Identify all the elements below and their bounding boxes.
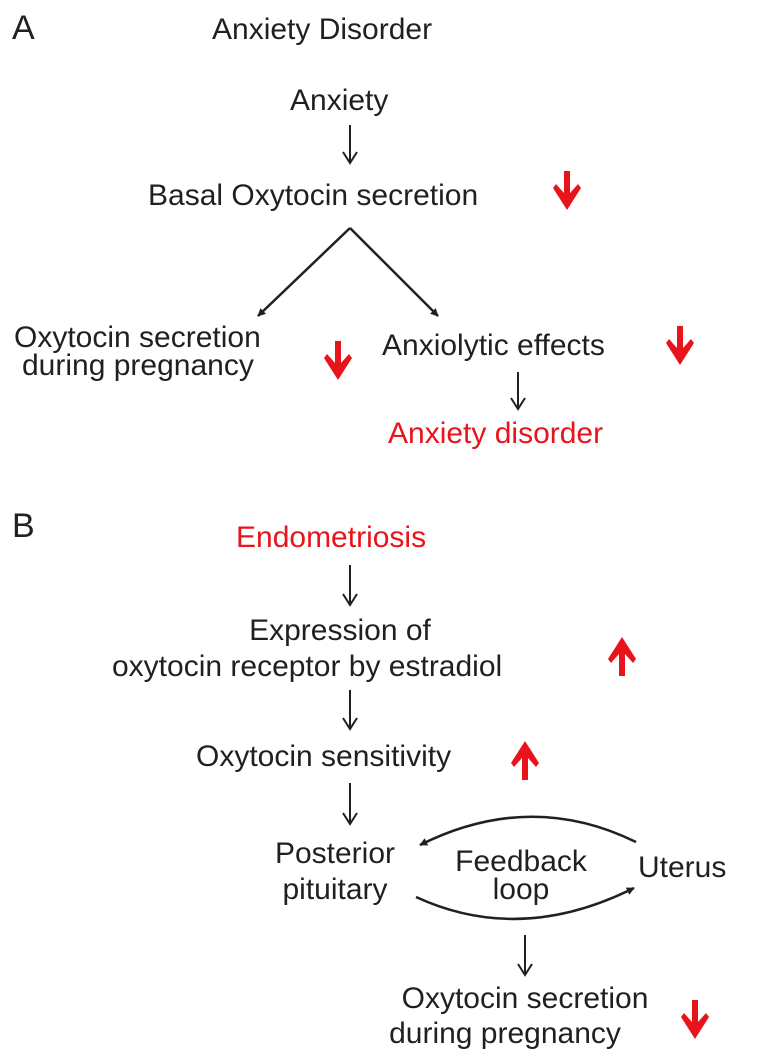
node-oxytocin-secretion-pregnancy-a-line1: Oxytocin secretion bbox=[14, 321, 261, 354]
arrow-anxiolytic-to-disorder bbox=[510, 372, 526, 411]
arrow-sensitivity-to-pituitary bbox=[342, 783, 358, 826]
node-basal-oxytocin-secretion: Basal Oxytocin secretion bbox=[148, 179, 479, 212]
arrow-basal-to-anxiolytic bbox=[349, 227, 439, 317]
arrow-basal-to-pregnancy bbox=[257, 227, 351, 317]
panel-a-title: Anxiety Disorder bbox=[212, 13, 433, 46]
node-oxytocin-secretion-pregnancy-a-line2: during pregnancy bbox=[22, 349, 254, 382]
arrow-expression-to-sensitivity bbox=[342, 690, 358, 731]
panel-b-label: B bbox=[12, 507, 35, 545]
node-oxytocin-secretion-pregnancy-b-line2: during pregnancy bbox=[389, 1017, 621, 1050]
node-uterus: Uterus bbox=[638, 851, 727, 884]
label-feedback-line1: Feedback bbox=[455, 845, 587, 878]
arrow-anxiety-to-basal bbox=[342, 125, 358, 165]
panel-a-label: A bbox=[12, 9, 35, 47]
node-expression-line1: Expression of bbox=[249, 614, 431, 647]
arrow-uterus-to-pituitary bbox=[419, 815, 637, 847]
red-down-arrow-icon bbox=[681, 1000, 709, 1039]
node-posterior-pituitary-line2: pituitary bbox=[282, 873, 388, 906]
label-feedback-line2: loop bbox=[492, 873, 550, 906]
red-down-arrow-icon bbox=[553, 171, 581, 210]
arrow-pituitary-to-uterus bbox=[415, 886, 635, 921]
node-oxytocin-secretion-pregnancy-b-line1: Oxytocin secretion bbox=[401, 982, 649, 1015]
red-up-arrow-icon bbox=[608, 637, 636, 676]
node-anxiolytic-effects: Anxiolytic effects bbox=[382, 329, 605, 362]
node-anxiety-disorder: Anxiety disorder bbox=[388, 417, 604, 450]
node-oxytocin-sensitivity: Oxytocin sensitivity bbox=[196, 740, 452, 773]
node-endometriosis: Endometriosis bbox=[236, 521, 427, 554]
red-down-arrow-icon bbox=[324, 341, 352, 380]
red-up-arrow-icon bbox=[511, 741, 539, 780]
arrow-loop-to-pregnancy bbox=[517, 935, 533, 977]
arrow-endometriosis-to-expression bbox=[342, 565, 358, 607]
red-down-arrow-icon bbox=[666, 326, 694, 365]
node-posterior-pituitary-line1: Posterior bbox=[274, 837, 396, 870]
node-anxiety: Anxiety bbox=[290, 84, 389, 117]
node-expression-line2: oxytocin receptor by estradiol bbox=[112, 650, 503, 683]
